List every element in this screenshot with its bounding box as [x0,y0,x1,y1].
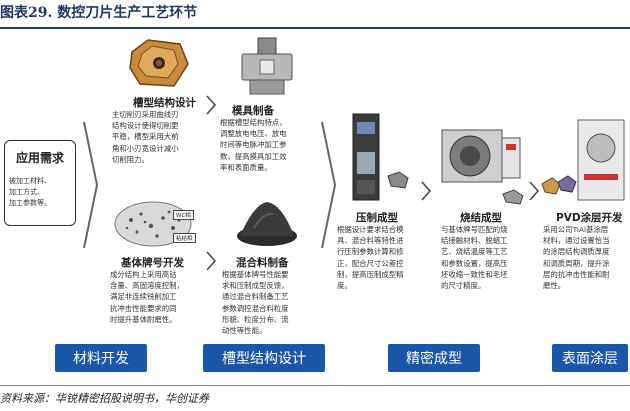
need-body: 被加工材料、 加工方式、 加工参数等。 [9,176,71,209]
chevron-right-icon [528,180,540,202]
chevron-right-icon [82,120,100,250]
mold-body: 根据槽型结构特点， 调整放电电压、放电 时间等电脉冲加工参 数，提高摸具加工效 … [220,117,287,173]
chevron-right-icon [320,120,338,250]
pressed-insert-image [385,170,411,190]
application-need-box: 应用需求 被加工材料、 加工方式、 加工参数等。 [4,140,76,226]
pressing-heading: 压制成型 [356,210,398,225]
wc-phase-tag: WC相 [173,210,194,220]
bottom-divider [0,385,630,386]
mold-image [236,36,300,98]
figure-title: 图表29. 数控刀片生产工艺环节 [0,2,197,22]
groove-heading: 槽型结构设计 [133,95,196,110]
coated-inserts-image [540,174,578,200]
sintering-furnace-image [440,120,524,186]
pressing-body: 根据设计要求结合模 具、混合料等特性进 行压制参数计算和修 正，配合尺寸公差控 … [337,224,404,291]
stage-label-coating: 表面涂层 [552,344,628,372]
groove-body: 主切削刃采用曲线刃 结构设计使得切削更 平稳，槽型采用大前 角和小刃宽设计减小 … [112,109,179,165]
need-heading: 应用需求 [9,149,71,166]
chevron-right-icon [205,94,217,116]
insert-blade-image [128,38,190,90]
pvd-heading: PVD涂层开发 [556,210,623,225]
powder-pile-image [234,198,300,248]
mixing-heading: 混合料制备 [236,255,289,270]
source-note: 资料来源：华锐精密招股说明书，华创证券 [0,390,209,406]
sintering-body: 与基体牌号匹配的烧 结接触材料、脱蜡工 艺、烧结温度等工艺 和参数设置，提高压 … [441,224,508,291]
binder-phase-tag: 粘结相 [173,233,196,243]
mixing-body: 根据基体牌号性能要 求和压制成型反馈， 通过混合料制备工艺 参数调控混合料粒度 … [222,269,289,336]
chevron-right-icon [205,250,217,272]
pvd-coater-image [576,116,626,202]
title-divider [0,27,630,29]
stage-label-groove: 槽型结构设计 [203,344,325,372]
stage-label-precision: 精密成型 [388,344,480,372]
sintered-insert-image [500,188,526,206]
pvd-body: 采用公司TiAl基涂层 材料，通过设置恰当 的涂层结构调质厚度 和调质周期，提升… [543,224,610,291]
substrate-body: 成分结构上采用高钴 含量、高固溶度控制， 满足非连续铣削加工 抗冲击性能要求的同… [110,269,184,325]
substrate-heading: 基体牌号开发 [121,255,184,270]
stage-label-material: 材料开发 [55,344,147,372]
mold-heading: 模具制备 [232,103,274,118]
sintering-heading: 烧结成型 [460,210,502,225]
chevron-right-icon [420,180,432,202]
